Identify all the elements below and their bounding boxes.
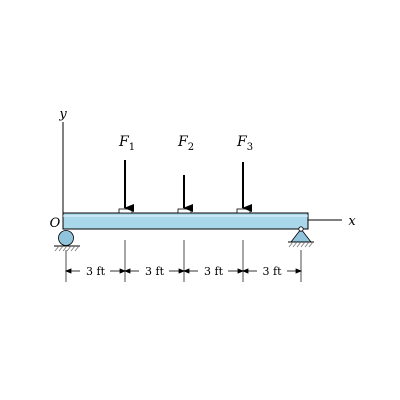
dimension-label-4: 3 ft	[263, 265, 283, 278]
dimension-label-1: 3 ft	[86, 265, 106, 278]
load-pad-2	[177, 208, 192, 214]
beam	[62, 212, 309, 230]
pin-icon	[298, 226, 304, 232]
y-axis-label: y	[58, 107, 67, 122]
load-pad-3	[236, 208, 251, 214]
origin-label: O	[50, 216, 61, 231]
pin-ground-hatch	[288, 241, 314, 248]
dimension-label-3: 3 ft	[204, 265, 224, 278]
dimension-extension-lines	[65, 240, 302, 282]
load-pad-1	[118, 208, 133, 214]
force-label-3: F3	[236, 134, 253, 153]
x-axis-label: x	[348, 214, 356, 229]
force-label-1: F1	[118, 134, 135, 153]
force-label-2: F2	[177, 134, 194, 153]
roller-support	[58, 230, 74, 246]
dimension-label-2: 3 ft	[145, 265, 165, 278]
dimension-lines	[64, 268, 303, 274]
roller-ground-hatch	[54, 245, 80, 252]
